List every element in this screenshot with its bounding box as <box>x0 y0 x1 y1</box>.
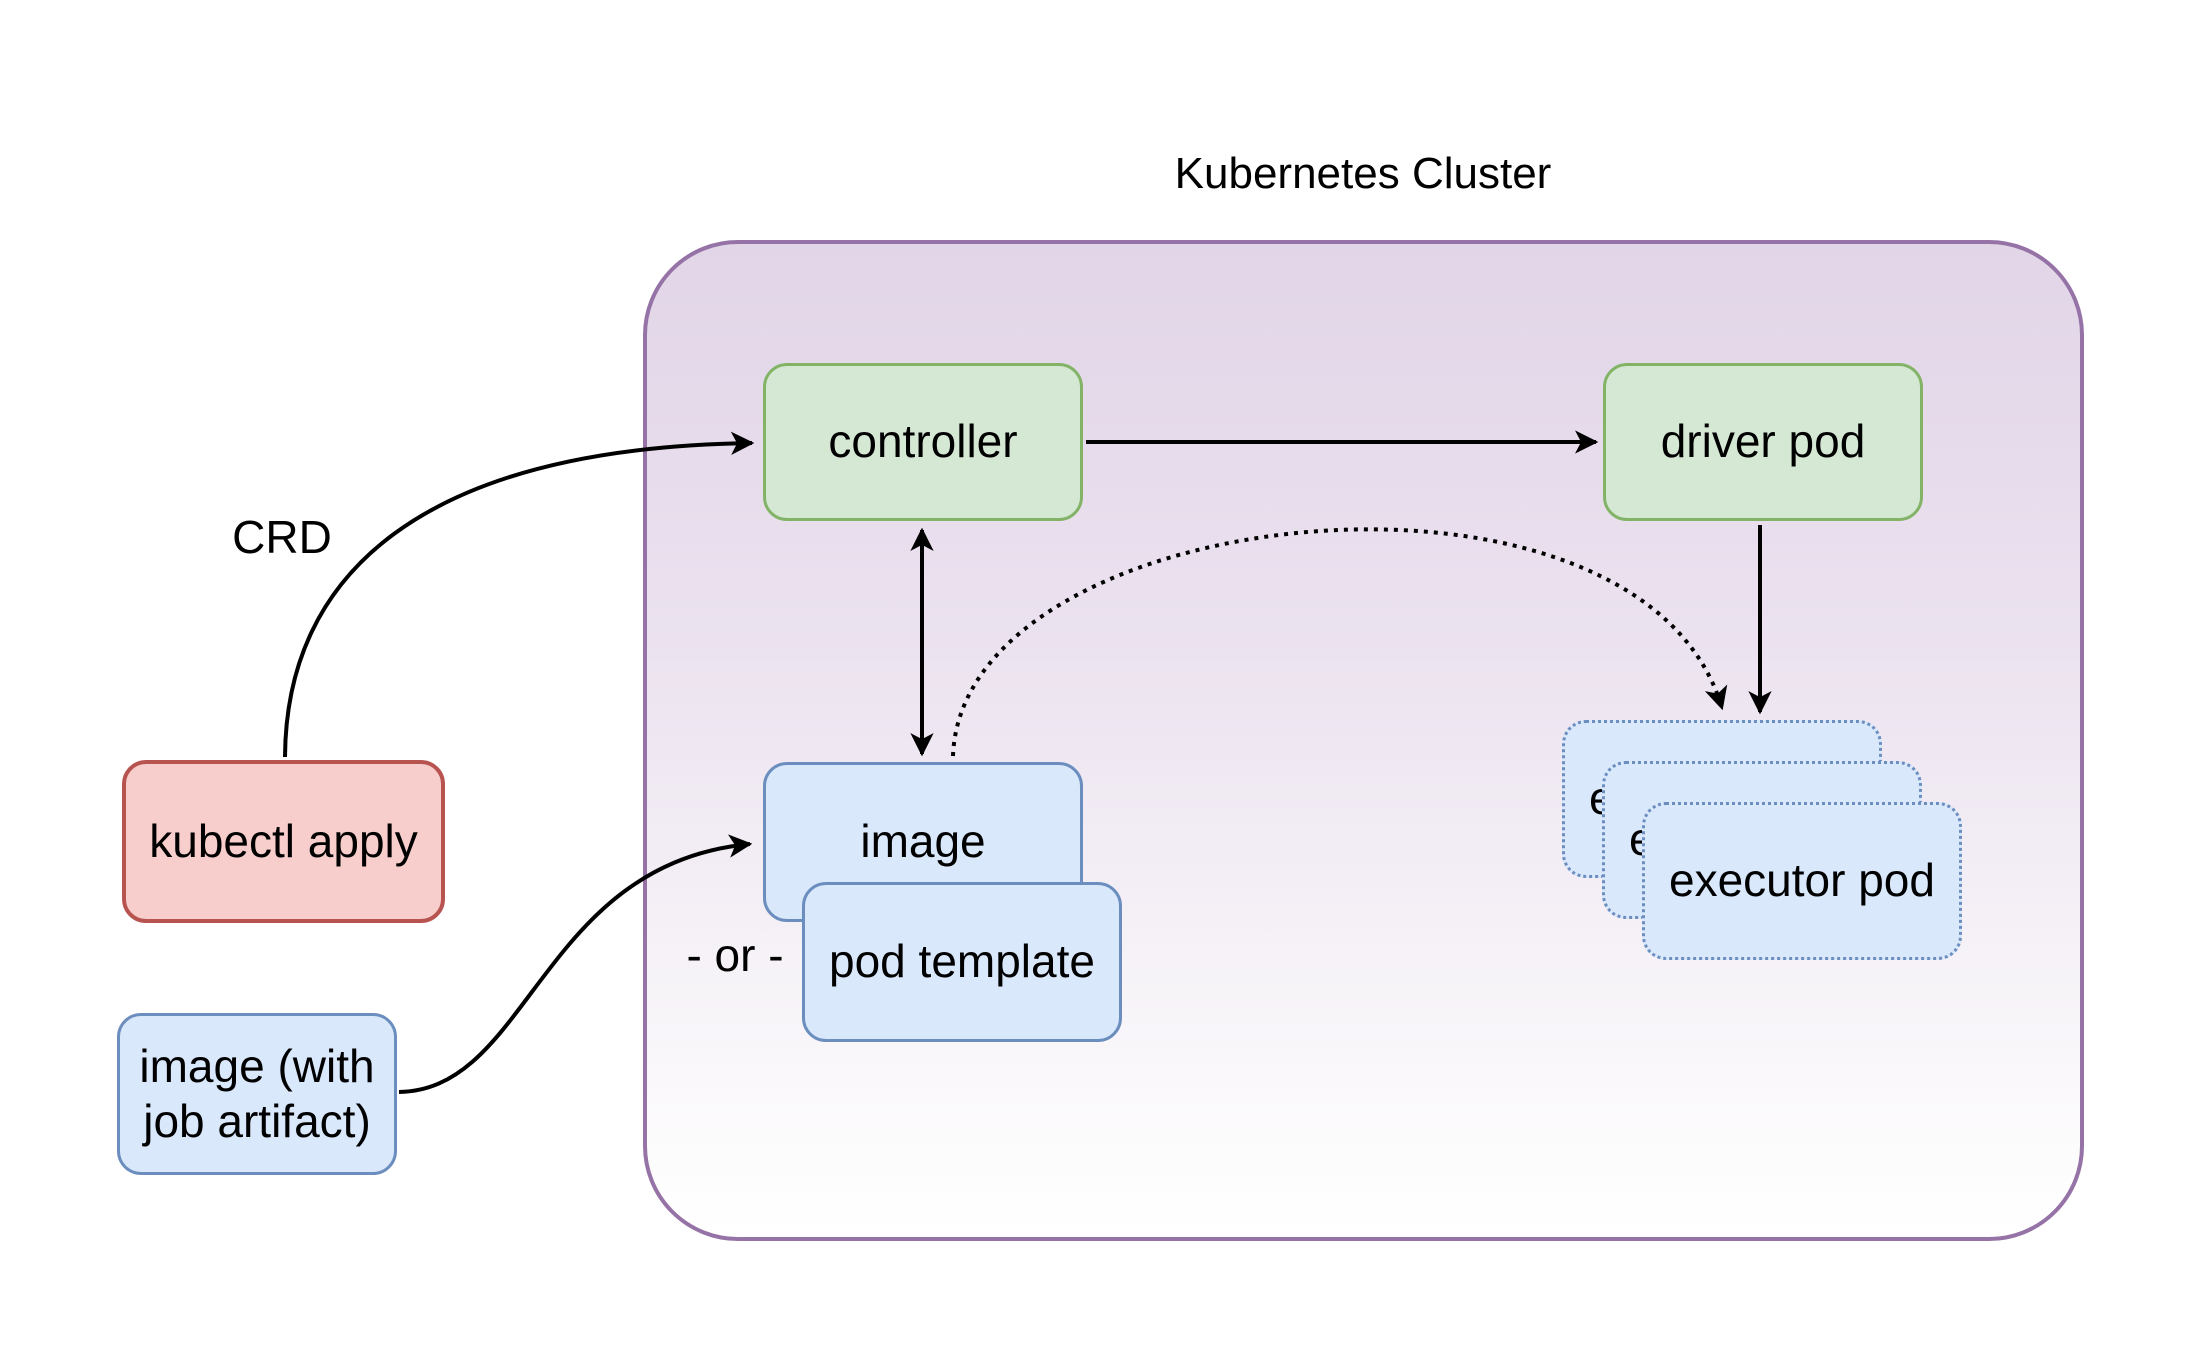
node-executor-pod-front: executor pod <box>1642 802 1962 960</box>
node-image-label: image <box>860 815 986 868</box>
node-image-with-job-artifact-label: image (with job artifact) <box>139 1039 375 1147</box>
node-pod-template-label: pod template <box>829 935 1095 988</box>
node-kubectl-apply: kubectl apply <box>122 760 445 923</box>
crd-edge-label: CRD <box>232 511 332 563</box>
node-controller: controller <box>763 363 1083 521</box>
node-driver-pod: driver pod <box>1603 363 1923 521</box>
cluster-title: Kubernetes Cluster <box>1174 149 1552 198</box>
node-driver-pod-label: driver pod <box>1660 415 1866 468</box>
node-pod-template: pod template <box>802 882 1122 1042</box>
node-kubectl-apply-label: kubectl apply <box>149 814 418 867</box>
node-image-with-job-artifact: image (with job artifact) <box>117 1013 397 1175</box>
node-controller-label: controller <box>828 415 1018 468</box>
node-executor-pod-front-label: executor pod <box>1669 854 1935 907</box>
or-label: - or - <box>686 929 784 981</box>
